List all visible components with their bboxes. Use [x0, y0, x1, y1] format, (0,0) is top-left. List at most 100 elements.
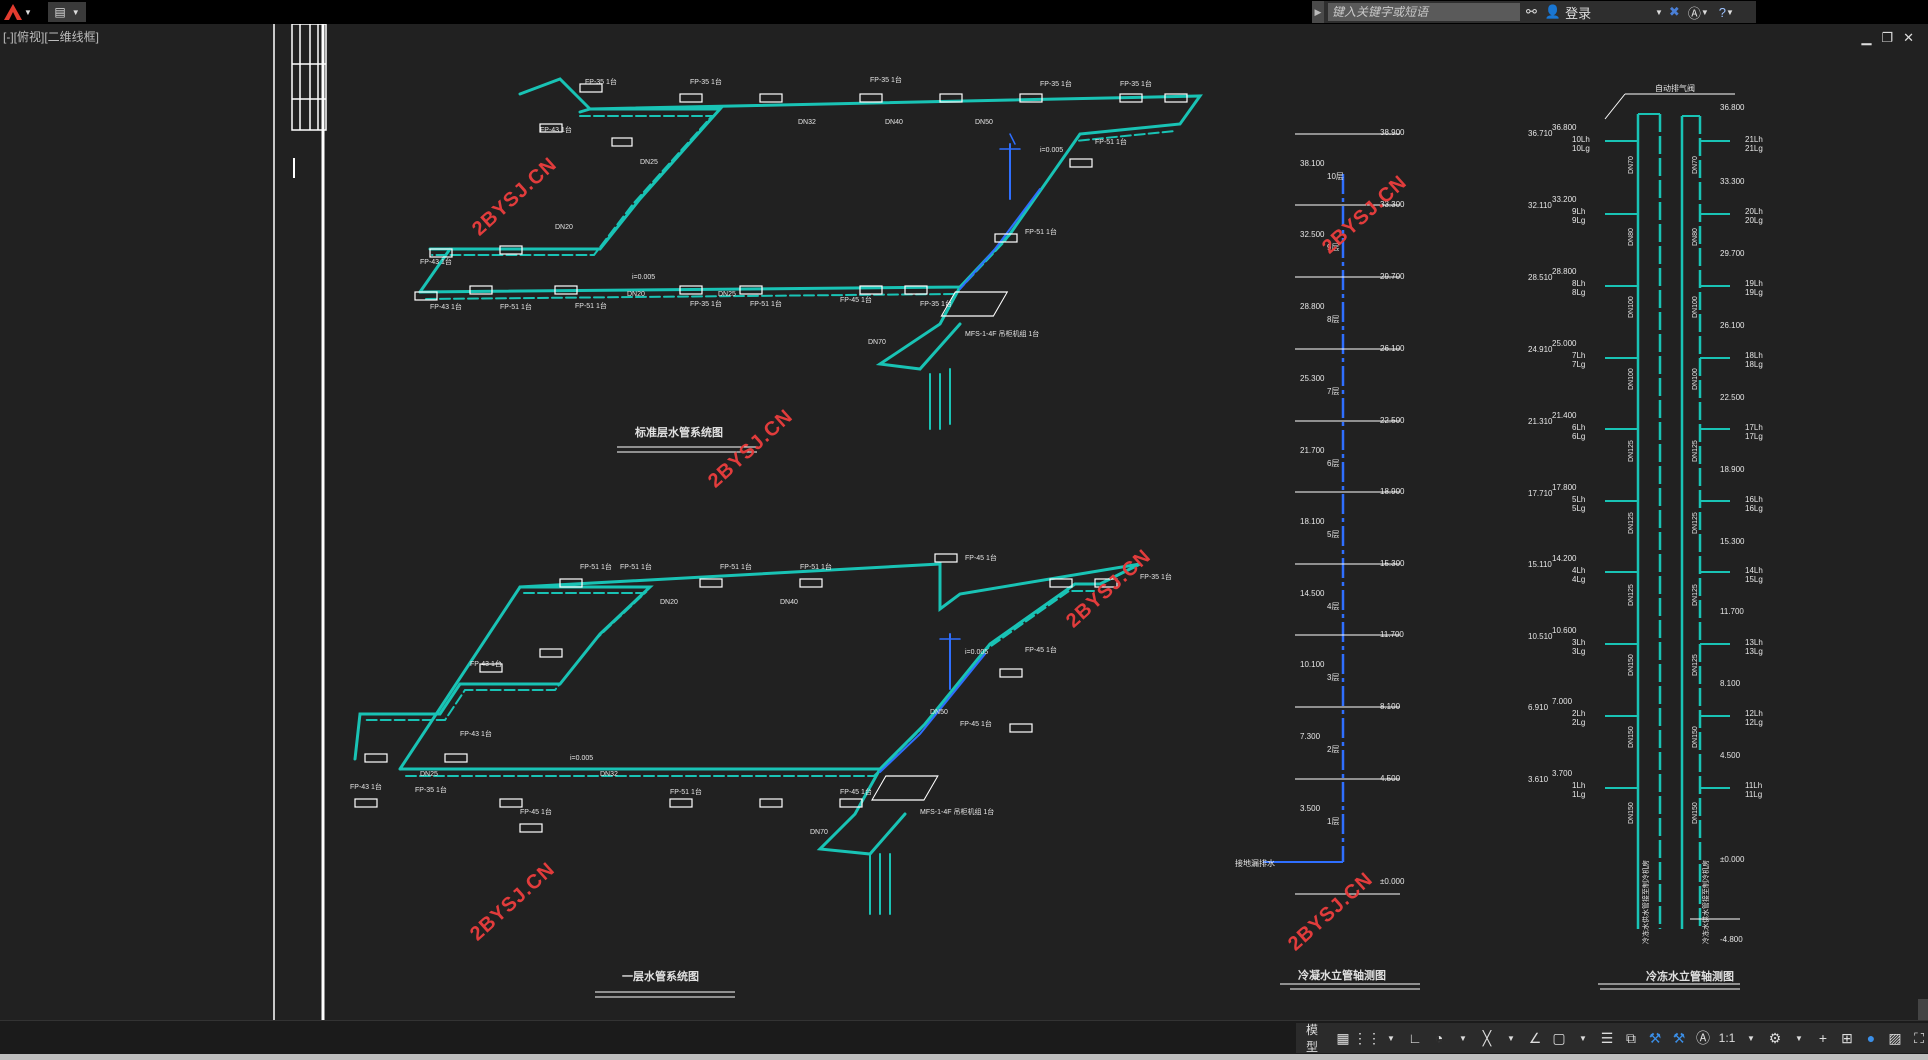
close-icon[interactable]: ✕: [1903, 30, 1914, 45]
svg-text:FP-43 1台: FP-43 1台: [350, 782, 382, 791]
chilled-water-riser: 自动排气阀 36.800 33.300 29.700 26.100 22.500…: [1528, 83, 1763, 990]
annotation-scale-value[interactable]: 1:1: [1718, 1031, 1736, 1045]
svg-text:DN32: DN32: [600, 771, 618, 778]
svg-text:FP-45 1台: FP-45 1台: [1025, 645, 1057, 654]
clean-screen-icon[interactable]: ⛶: [1914, 1029, 1924, 1046]
vertical-scrollbar[interactable]: [1918, 999, 1928, 1039]
polar-icon[interactable]: ◔: [1434, 1030, 1444, 1046]
svg-text:DN40: DN40: [780, 599, 798, 606]
ortho-icon[interactable]: ∟: [1408, 1030, 1422, 1046]
annotation-scale-icon[interactable]: Ⓐ: [1696, 1030, 1710, 1046]
login-button[interactable]: 👤 登录 ▼: [1545, 3, 1663, 22]
snap-icon[interactable]: ⋮⋮: [1353, 1029, 1381, 1046]
svg-text:3层: 3层: [1327, 673, 1339, 682]
svg-text:DN40: DN40: [885, 119, 903, 126]
svg-text:FP-35 1台: FP-35 1台: [870, 75, 902, 84]
workspace-icon[interactable]: ▤: [54, 5, 66, 19]
grid-icon[interactable]: ▦: [1336, 1029, 1350, 1046]
svg-text:DN20: DN20: [660, 599, 678, 606]
svg-text:21Lh: 21Lh: [1745, 135, 1763, 144]
svg-text:29.700: 29.700: [1380, 272, 1405, 281]
svg-text:21.400: 21.400: [1552, 411, 1577, 420]
svg-text:25.000: 25.000: [1552, 339, 1577, 348]
units-icon[interactable]: ⊞: [1841, 1029, 1853, 1046]
svg-text:17.800: 17.800: [1552, 483, 1577, 492]
svg-text:33.200: 33.200: [1552, 195, 1577, 204]
chevron-down-icon: ▼: [1700, 7, 1709, 17]
search-input[interactable]: [1328, 3, 1520, 21]
title-block-strip: [273, 24, 327, 1020]
restore-icon[interactable]: ❐: [1881, 30, 1894, 45]
svg-text:接地漏排水: 接地漏排水: [1235, 858, 1275, 868]
object-snap-icon[interactable]: ▢: [1552, 1029, 1566, 1046]
drawing-window-controls: ▁ ❐ ✕: [1861, 30, 1914, 46]
svg-text:33.300: 33.300: [1380, 200, 1405, 209]
chevron-down-icon: ▼: [1725, 7, 1734, 17]
chevron-down-icon[interactable]: ▼: [1795, 1033, 1803, 1043]
svg-text:DN32: DN32: [798, 119, 816, 126]
help-icon[interactable]: ?: [1718, 4, 1726, 20]
svg-text:11.700: 11.700: [1720, 607, 1744, 616]
svg-text:DN80: DN80: [1628, 228, 1635, 246]
chevron-down-icon[interactable]: ▼: [1459, 1033, 1467, 1043]
svg-text:4.500: 4.500: [1720, 751, 1741, 760]
binoculars-icon[interactable]: ⚯: [1526, 4, 1537, 19]
svg-text:10.510: 10.510: [1528, 632, 1553, 641]
plus-icon[interactable]: +: [1818, 1030, 1828, 1046]
quick-access-toolbar[interactable]: ▤ ▼: [48, 2, 86, 22]
svg-text:FP-35 1台: FP-35 1台: [1120, 79, 1152, 88]
chevron-down-icon[interactable]: ▼: [1579, 1033, 1587, 1043]
model-space-button[interactable]: 模型: [1306, 1023, 1319, 1054]
svg-text:DN70: DN70: [868, 339, 886, 346]
svg-text:28.800: 28.800: [1300, 302, 1325, 311]
object-snap-tracking-icon[interactable]: ∠: [1528, 1029, 1542, 1046]
status-bar: 模型 ▦ ⋮⋮ ▼ ∟ ◔ ▼ ╳ ▼ ∠ ▢ ▼ ☰ ⧉ ⚒ ⚒ Ⓐ 1:1 …: [0, 1020, 1928, 1055]
minimize-icon[interactable]: ▁: [1861, 30, 1872, 45]
svg-text:1Lg: 1Lg: [1572, 790, 1585, 799]
chevron-down-icon[interactable]: ▼: [1747, 1033, 1755, 1043]
exchange-icon[interactable]: ✖: [1668, 4, 1680, 19]
svg-text:DN70: DN70: [1628, 156, 1635, 174]
svg-text:FP-51 1台: FP-51 1台: [620, 562, 652, 571]
svg-text:10.600: 10.600: [1552, 626, 1577, 635]
svg-text:DN25: DN25: [718, 291, 736, 298]
viewport-controls[interactable]: [-][俯视][二维线框]: [3, 30, 100, 44]
dropdown-arrow-icon[interactable]: ▼: [71, 7, 80, 17]
svg-text:18Lg: 18Lg: [1745, 360, 1763, 369]
svg-text:自动排气阀: 自动排气阀: [1655, 83, 1695, 93]
svg-text:32.500: 32.500: [1300, 230, 1325, 239]
svg-text:22.500: 22.500: [1380, 416, 1405, 425]
svg-text:FP-35 1台: FP-35 1台: [1040, 79, 1072, 88]
workspace-gear-icon[interactable]: ⚙: [1768, 1029, 1782, 1046]
isodraft-icon[interactable]: ╳: [1482, 1029, 1492, 1046]
hardware-acceleration-icon[interactable]: ▨: [1888, 1029, 1902, 1046]
auto-scale-icon[interactable]: ⚒: [1672, 1029, 1686, 1046]
svg-text:DN80: DN80: [1692, 228, 1699, 246]
drawing-canvas[interactable]: [-][俯视][二维线框] ▁ ❐ ✕: [0, 24, 1928, 1039]
svg-text:FP-45 1台: FP-45 1台: [840, 295, 872, 304]
svg-text:±0.000: ±0.000: [1380, 877, 1405, 886]
application-menu-button[interactable]: ▼: [2, 2, 38, 22]
svg-text:DN25: DN25: [420, 771, 438, 778]
svg-text:22.500: 22.500: [1720, 393, 1745, 402]
chevron-down-icon[interactable]: ▼: [1387, 1033, 1395, 1043]
svg-text:MFS-1-4F 吊柜机组 1台: MFS-1-4F 吊柜机组 1台: [965, 329, 1039, 338]
svg-text:DN70: DN70: [810, 829, 828, 836]
expand-arrow-icon[interactable]: ▶: [1312, 1, 1324, 23]
svg-text:28.510: 28.510: [1528, 273, 1553, 282]
svg-text:±0.000: ±0.000: [1720, 855, 1745, 864]
svg-text:36.800: 36.800: [1720, 103, 1745, 112]
svg-text:19Lg: 19Lg: [1745, 288, 1763, 297]
isolate-objects-icon[interactable]: ●: [1866, 1030, 1876, 1046]
a360-icon[interactable]: Ⓐ: [1687, 5, 1701, 21]
svg-text:4Lh: 4Lh: [1572, 566, 1585, 575]
svg-text:11Lg: 11Lg: [1745, 790, 1762, 799]
svg-text:3.500: 3.500: [1300, 804, 1321, 813]
svg-text:FP-51 1台: FP-51 1台: [720, 562, 752, 571]
svg-text:DN100: DN100: [1692, 368, 1699, 390]
svg-text:FP-35 1台: FP-35 1台: [920, 299, 952, 308]
annotation-visibility-icon[interactable]: ⚒: [1648, 1029, 1662, 1046]
lineweight-icon[interactable]: ☰: [1600, 1029, 1614, 1046]
chevron-down-icon[interactable]: ▼: [1507, 1033, 1515, 1043]
selection-cycling-icon[interactable]: ⧉: [1626, 1029, 1636, 1046]
